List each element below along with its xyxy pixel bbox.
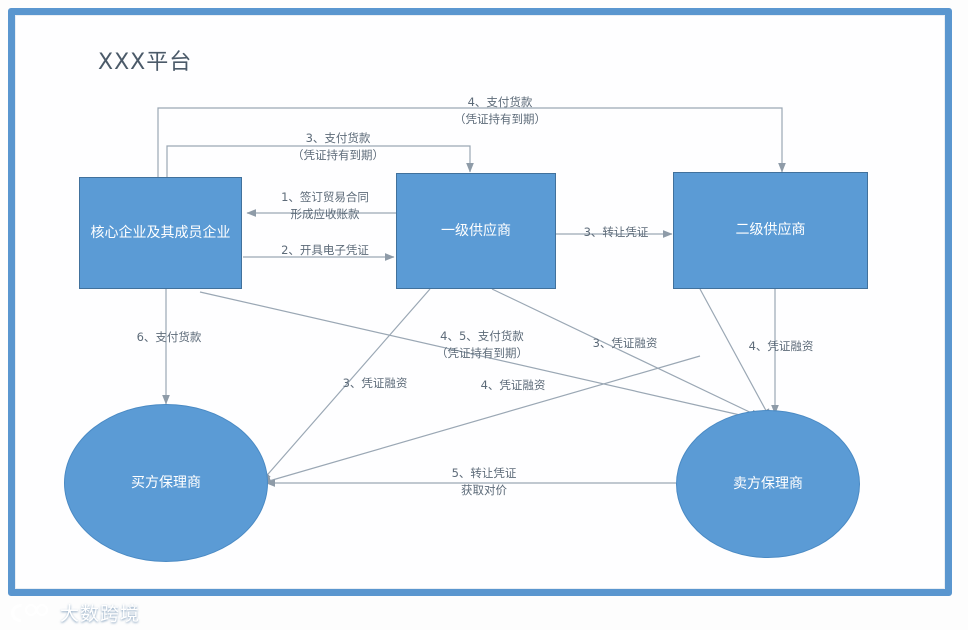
edge-label-issue-voucher-2: 2、开具电子凭证: [281, 243, 369, 257]
edge-supplier1-to-seller-factor: [491, 288, 761, 418]
edge-label-pay-goods-6: 6、支付货款: [136, 330, 202, 344]
node-core-enterprise-label: 核心企业及其成员企业: [90, 224, 231, 241]
edge-label-transfer-voucher-5: 5、转让凭证 获取对价: [451, 466, 517, 497]
edge-label-pay-goods-4: 4、支付货款 （凭证持有到期）: [454, 95, 546, 126]
edge-label-contract-1: 1、签订贸易合同 形成应收账款: [281, 190, 369, 221]
edge-supplier1-to-buyer-factor: [261, 288, 431, 482]
watermark: 大数跨境: [8, 599, 140, 626]
edge-label-financing-4-right: 4、凭证融资: [748, 339, 814, 353]
node-seller-factor-label: 卖方保理商: [733, 475, 803, 492]
edge-label-transfer-voucher-3: 3、转让凭证: [583, 225, 649, 239]
watermark-text: 大数跨境: [60, 603, 141, 625]
node-supplier-tier1[interactable]: 一级供应商: [396, 173, 556, 289]
edge-supplier2-to-seller-factor-diagonal: [699, 288, 771, 419]
edge-label-financing-3-right: 3、凭证融资: [592, 336, 658, 350]
page-title: XXX平台: [98, 50, 193, 75]
edge-label-financing-3-left: 3、凭证融资: [342, 376, 408, 390]
edge-seller-side-to-buyer-factor: [261, 355, 701, 485]
node-buyer-factor-label: 买方保理商: [131, 474, 201, 491]
node-supplier-tier1-label: 一级供应商: [441, 222, 511, 239]
node-core-enterprise[interactable]: 核心企业及其成员企业: [79, 177, 242, 289]
dashu-logo-icon: [8, 601, 54, 625]
edge-label-financing-4-center: 4、凭证融资: [480, 378, 546, 392]
edge-label-pay-goods-3: 3、支付货款 （凭证持有到期）: [292, 131, 384, 162]
edge-core-to-seller-factor: [199, 291, 763, 422]
node-seller-factor[interactable]: 卖方保理商: [676, 410, 860, 558]
node-supplier-tier2-label: 二级供应商: [735, 222, 806, 239]
edge-core-to-supplier1-top: [166, 145, 474, 178]
node-supplier-tier2[interactable]: 二级供应商: [673, 172, 868, 289]
node-buyer-factor[interactable]: 买方保理商: [64, 404, 268, 562]
edge-label-pay-goods-45: 4、5、支付货款 （凭证持有到期）: [436, 329, 528, 360]
edge-core-to-supplier2-top: [157, 107, 786, 178]
